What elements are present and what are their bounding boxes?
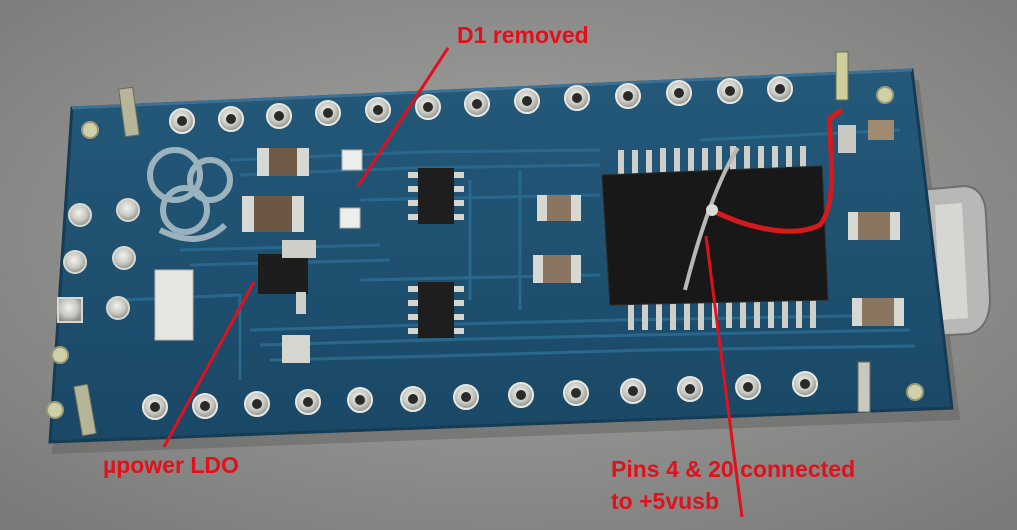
header-pads-top [169, 76, 793, 134]
d1-empty-pads [339, 149, 363, 229]
annotation-d1-removed: D1 removed [457, 22, 589, 48]
silkscreen-logo [147, 147, 233, 242]
jumper-wire [683, 107, 844, 291]
ldo-regulator [258, 240, 316, 363]
smd-resistor [242, 120, 904, 326]
annotation-upower-ldo: µpower LDO [103, 452, 239, 478]
annotation-pins-line1: Pins 4 & 20 connected [611, 456, 856, 482]
icsp-pads [57, 198, 140, 323]
ic-chip-small [408, 168, 464, 338]
header-pads-bottom [142, 371, 818, 420]
header-pin [73, 51, 871, 437]
solder-pad [154, 269, 194, 341]
annotation-pins-line2: to +5vusb [611, 488, 720, 514]
annotation-arrows [162, 47, 744, 518]
ic-chip-main [601, 146, 829, 330]
